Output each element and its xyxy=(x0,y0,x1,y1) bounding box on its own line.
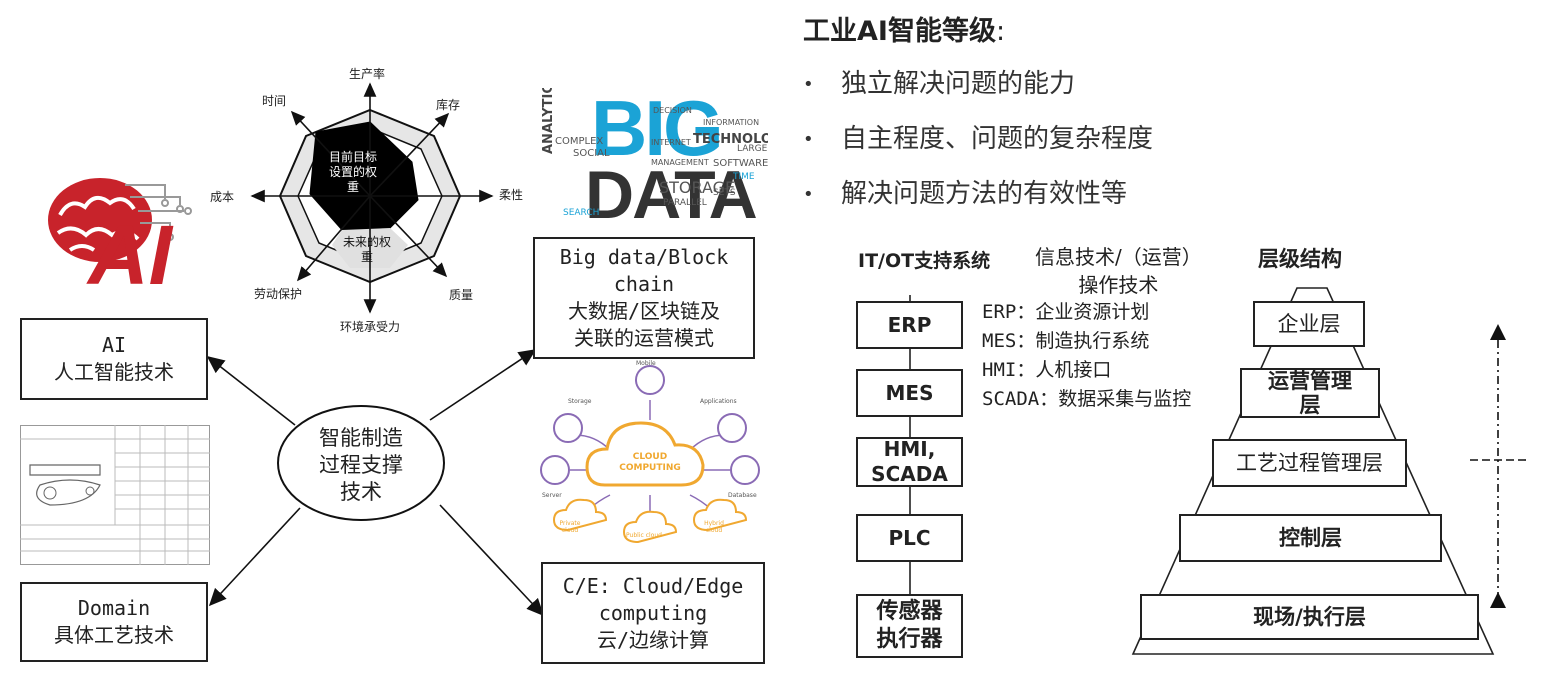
wordcloud-big: BIG xyxy=(591,88,724,172)
vertical-scroll-arrow xyxy=(1470,324,1526,608)
stack-item-sensor-actuator: 传感器 执行器 xyxy=(856,594,963,658)
radar-axis-labor xyxy=(296,195,371,282)
hub-ellipse-shape xyxy=(277,405,445,521)
wordcloud-word-10: SOCIAL xyxy=(573,148,610,159)
pyramid-level-field: 现场/执行层 xyxy=(1140,594,1479,640)
arrow-to-domain xyxy=(208,507,301,607)
stack-item-plc: PLC xyxy=(856,514,963,562)
pyramid-level-enterprise: 企业层 xyxy=(1253,301,1365,347)
wordcloud-word-11: SETS xyxy=(713,188,736,198)
wordcloud-word-1: TECHNOLOGIES xyxy=(693,132,768,147)
page-title: 工业AI智能等级: xyxy=(803,16,1006,47)
wordcloud-word-14: TIME xyxy=(733,172,755,182)
radar-label-quality: 质量 xyxy=(449,288,474,302)
pyramid-level-operations: 运营管理 层 xyxy=(1240,368,1380,418)
wordcloud-data: DATA xyxy=(585,157,758,233)
stack-item-mes: MES xyxy=(856,369,963,417)
wordcloud-word-7: PARALLEL xyxy=(663,198,707,208)
wordcloud-word-12: INFORMATION xyxy=(703,118,760,127)
arrow-to-cloud xyxy=(439,504,545,617)
wordcloud-word-9: MANAGEMENT xyxy=(651,158,709,167)
definition-scada: SCADA：数据采集与监控 xyxy=(982,388,1192,410)
stack-definitions: ERP：企业资源计划 MES：制造执行系统 HMI：人机接口 SCADA：数据采… xyxy=(982,298,1191,414)
wordcloud-word-0: ANALYTICS xyxy=(541,88,556,154)
bigdata-technology-box: Big data/Block chain 大数据/区块链及 关联的运营模式 xyxy=(533,237,755,359)
arrow-to-bigdata xyxy=(429,349,537,421)
definition-erp: ERP：企业资源计划 xyxy=(982,301,1150,323)
radar-label-productivity: 生产率 xyxy=(349,67,386,81)
wordcloud-word-4: COMPLEX xyxy=(555,136,604,147)
radar-label-cost: 成本 xyxy=(210,190,235,204)
radar-current-label: 目前目标 设置的权 重 xyxy=(328,150,377,194)
wordcloud-word-3: STORAGE xyxy=(659,178,736,197)
radar-label-flexibility: 柔性 xyxy=(499,188,524,202)
brain-icon xyxy=(48,178,192,262)
cloud-item-mobile: Mobile xyxy=(636,360,656,367)
radar-future-label: 未来的权 重 xyxy=(342,235,391,264)
bullet-item-3: •解决问题方法的有效性等 xyxy=(803,179,1128,209)
definition-mes: MES：制造执行系统 xyxy=(982,330,1150,352)
bigdata-wordcloud: BIG DATA ANALYTICS TECHNOLOGIES INTERNET… xyxy=(533,88,768,233)
wordcloud-word-13: LARGE xyxy=(737,144,768,154)
radar-label-inventory: 库存 xyxy=(436,98,461,112)
bullet-item-1: •独立解决问题的能力 xyxy=(803,69,1076,99)
radar-label-environment: 环境承受力 xyxy=(340,320,401,334)
cloud-item-applications: Applications xyxy=(700,398,737,405)
bullet-item-2: •自主程度、问题的复杂程度 xyxy=(803,124,1154,154)
wordcloud-word-8: SEARCH xyxy=(563,208,600,218)
ai-logo: AI xyxy=(30,165,200,300)
pyramid-level-control: 控制层 xyxy=(1179,514,1442,562)
stack-item-erp: ERP xyxy=(856,301,963,349)
radar-label-labor: 劳动保护 xyxy=(254,287,303,301)
domain-technology-box: Domain 具体工艺技术 xyxy=(20,582,208,662)
pyramid-level-process: 工艺过程管理层 xyxy=(1212,439,1407,487)
definition-hmi: HMI：人机接口 xyxy=(982,359,1112,381)
hub-label: 智能制造 过程支撑 技术 xyxy=(319,426,403,504)
radar-axis-inventory xyxy=(369,112,450,197)
radar-label-time: 时间 xyxy=(262,94,287,108)
process-table-thumbnail xyxy=(20,425,210,565)
cloud-item-public: Public cloud xyxy=(626,532,662,539)
cloud-center-label: CLOUD COMPUTING xyxy=(619,452,681,473)
cloud-computing-graphic: CLOUD COMPUTING Mobile Storage Applicati… xyxy=(530,360,770,550)
cloud-item-database: Database xyxy=(728,492,757,499)
arrow-to-ai xyxy=(206,356,296,426)
stack-header-info: 信息技术/（运营） 操作技术 xyxy=(1035,245,1202,297)
stack-header: IT/OT支持系统 xyxy=(858,250,991,272)
pyramid-header: 层级结构 xyxy=(1258,247,1342,271)
cloud-item-server: Server xyxy=(542,492,562,499)
radar-chart xyxy=(250,82,494,314)
cloud-item-hybrid: Hybrid cloud xyxy=(704,520,724,534)
cloud-item-private: Private cloud xyxy=(559,520,581,534)
cloud-icon xyxy=(540,365,760,544)
cloud-technology-box: C/E: Cloud/Edge computing 云/边缘计算 xyxy=(541,562,765,664)
wordcloud-word-5: SOFTWARE xyxy=(713,158,768,169)
ai-logo-text: AI xyxy=(88,208,172,302)
stack-item-hmi-scada: HMI, SCADA xyxy=(856,437,963,487)
wordcloud-word-6: DECISION xyxy=(653,106,692,115)
cloud-item-storage: Storage xyxy=(568,398,592,405)
radar-axis-time xyxy=(290,110,371,197)
ai-technology-box: AI 人工智能技术 xyxy=(20,318,208,400)
radar-axis-quality xyxy=(369,195,448,278)
wordcloud-word-2: INTERNET xyxy=(651,138,691,147)
